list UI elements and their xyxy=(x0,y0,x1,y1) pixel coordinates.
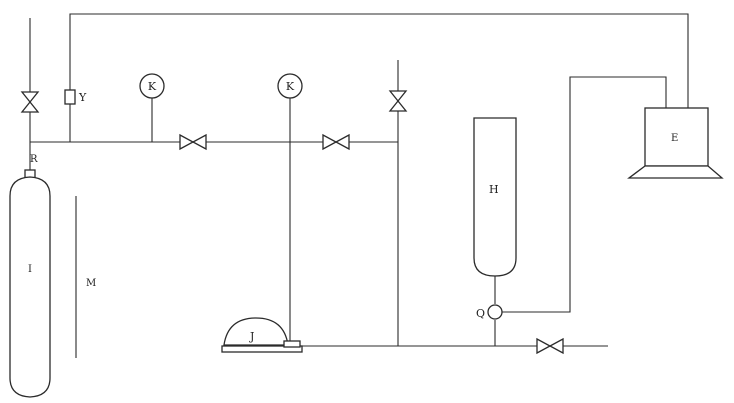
column-vessel: H xyxy=(473,117,517,277)
gauge-right-label: K xyxy=(286,80,295,93)
pressure-gauge-right: K xyxy=(277,73,303,99)
sensor-y-label: Y xyxy=(78,91,87,104)
valve-bottom[interactable] xyxy=(536,337,564,355)
column-body xyxy=(473,117,517,277)
dome-base-plate xyxy=(221,345,303,353)
dome-label: J xyxy=(249,330,254,343)
valve-marker-label: R xyxy=(30,154,38,165)
junction-q: Q xyxy=(476,304,503,320)
length-marker-label: M xyxy=(86,278,96,289)
sensor-y-box xyxy=(64,89,76,105)
pressure-gauge-left: K xyxy=(139,73,165,99)
length-marker: M xyxy=(75,196,96,358)
column-label: H xyxy=(489,183,499,196)
valve-header-right[interactable] xyxy=(322,133,350,151)
dome-port xyxy=(283,340,301,348)
controller-unit: E xyxy=(627,107,724,179)
cylinder-label: I xyxy=(28,264,32,275)
sensor-wire xyxy=(69,13,689,108)
dome-shell xyxy=(223,317,289,346)
valve-right-vertical[interactable] xyxy=(388,90,408,112)
gas-cylinder: I R xyxy=(9,154,51,398)
pipe-network xyxy=(29,18,608,347)
controller-label: E xyxy=(671,133,678,144)
junction-wire xyxy=(502,76,667,313)
controller-stand xyxy=(627,165,724,179)
junction-label: Q xyxy=(476,307,485,320)
valve-header-left[interactable] xyxy=(179,133,207,151)
dome-vessel: J xyxy=(221,317,303,353)
gauge-left-label: K xyxy=(148,80,157,93)
cylinder-body xyxy=(9,176,51,398)
signal-wiring xyxy=(69,13,689,313)
valve-left-vertical[interactable] xyxy=(20,91,40,113)
sensor-y: Y xyxy=(64,89,87,105)
